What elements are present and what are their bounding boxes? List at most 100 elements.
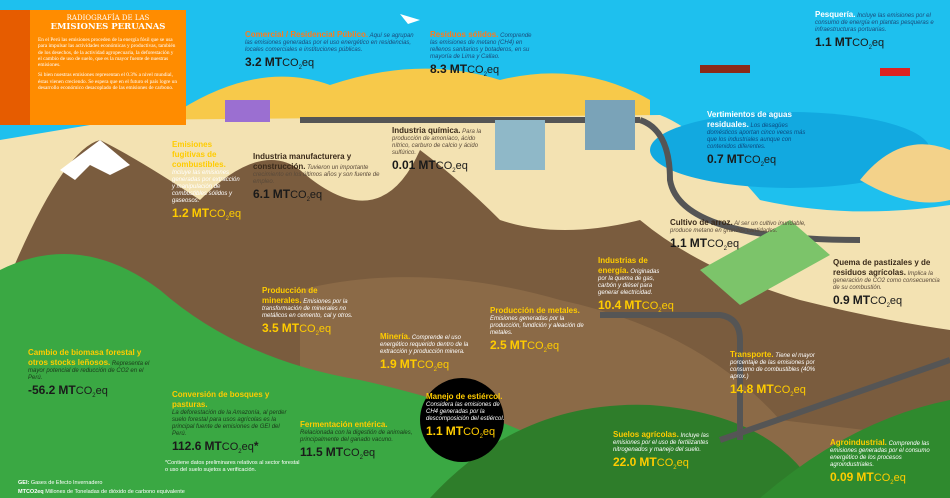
intro-title-line1: RADIOGRAFÍA DE LAS [66,14,150,22]
value-vertimientos: 0.7 MTCO2eq [707,152,777,169]
value-agroindustrial: 0.09 MTCO2eq [830,470,906,487]
lake [650,112,930,188]
sector-comercial: Comercial / Residencial Público. Aquí se… [245,30,420,72]
value-estiercol: 1.1 MTCO2eq [426,424,496,441]
sector-metales: Producción de metales. Emisiones generad… [490,306,585,355]
intro-title-line2: EMISIONES PERUANAS [50,22,166,32]
legend-item: MTCO2eq Millones de Toneladas de dióxido… [18,489,185,495]
sector-desc: Al ser un cultivo inundable, produce met… [670,221,806,234]
sector-suelos: Suelos agrícolas. Incluye las emisiones … [613,430,723,472]
sector-residuos: Residuos sólidos. Comprende las emisione… [430,30,540,79]
sector-transporte: Transporte. Tiene el mayor porcentaje de… [730,350,830,399]
sector-title: Pesquería. [815,10,856,19]
farmland [430,404,820,498]
value-fugitivas: 1.2 MTCO2eq [172,206,242,223]
sector-title: Cultivo de arroz. [670,218,733,227]
sector-desc: Considera las emisiones de CH4 generadas… [426,402,505,422]
intro-panel: RADIOGRAFÍA DE LAS EMISIONES PERUANAS En… [30,10,186,125]
value-minerales: 3.5 MTCO2eq [262,321,332,338]
value-transporte: 14.8 MTCO2eq [730,382,806,399]
value-comercial: 3.2 MTCO2eq [245,55,315,72]
sector-desc: La deforestación de la Amazonía, al perd… [172,410,287,437]
sector-estiercol: Manejo de estiércol. Considera las emisi… [426,392,510,441]
sector-title: Manejo de estiércol. [426,392,503,401]
sector-desc: Emisiones por la transformación de miner… [262,299,353,319]
value-residuos: 8.3 MTCO2eq [430,62,500,79]
sector-desc: Aquí se agrupan las emisiones generadas … [245,33,414,53]
sector-title: Cambio de biomasa forestal y otros stock… [28,348,142,367]
legend: GEI: Gases de Efecto Invernadero MTCO2eq… [18,479,185,497]
value-conversion: 112.6 MTCO2eq* [172,439,259,456]
value-mineria: 1.9 MTCO2eq [380,357,450,374]
sector-desc: Tiene el mayor porcentaje de las emision… [730,353,816,380]
value-fermentacion: 11.5 MTCO2eq [300,445,376,462]
intro-paragraph: Si bien nuestras emisiones representan e… [38,72,177,92]
sector-title: Conversión de bosques y pasturas. [172,390,270,409]
sector-vertimientos: Vertimientos de aguas residuales. Los de… [707,110,807,169]
value-pesqueria: 1.1 MTCO2eq [815,35,885,52]
sector-pesqueria: Pesquería. Incluye las emisiones por el … [815,10,940,52]
sector-desc: Originadas por la quema de gas, carbón y… [598,269,660,296]
sector-title: Minería. [380,332,411,341]
sector-conversion: Conversión de bosques y pasturas.La defo… [172,390,290,456]
sector-title: Suelos agrícolas. [613,430,679,439]
value-quimica: 0.01 MTCO2eq [392,158,468,175]
sector-title: Fermentación entérica. [300,420,388,429]
manure-circle [420,378,504,462]
sector-desc: Emisiones generadas por la producción, f… [490,316,584,336]
sector-desc: Representa el mayor potencial de reducci… [28,361,150,381]
sector-title: Transporte. [730,350,774,359]
sector-biomasa: Cambio de biomasa forestal y otros stock… [28,348,150,400]
sector-quema: Quema de pastizales y de residuos agríco… [833,258,945,310]
sector-mineria: Minería. Comprende el uso energético req… [380,332,478,374]
value-metales: 2.5 MTCO2eq [490,338,560,355]
sector-minerales: Producción de minerales. Emisiones por l… [262,286,354,338]
intro-paragraph: En el Perú las emisiones proceden de la … [38,37,176,69]
sector-title: Vertimientos de aguas residuales. [707,110,792,129]
sector-fermentacion: Fermentación entérica. Relacionada con l… [300,420,418,462]
value-energia: 10.4 MTCO2eq [598,298,674,315]
footnote: *Contiene datos preliminares relativos a… [165,460,300,473]
sector-title: Quema de pastizales y de residuos agríco… [833,258,931,277]
chemical-plant [495,120,545,170]
sector-desc: Relacionada con la digestión de animales… [300,430,413,443]
sector-desc: Comprende las emisiones generadas por el… [830,441,930,468]
sector-title: Industria química. [392,126,461,135]
sector-title: Agroindustrial. [830,438,887,447]
sector-title: Producción de minerales. [262,286,318,305]
city-buildings [585,100,635,150]
sector-desc: Incluye las emisiones por el consumo de … [815,13,934,33]
value-manufacturera: 6.1 MTCO2eq [253,187,323,204]
sector-title: Producción de metales. [490,306,580,315]
value-biomasa: -56.2 MTCO2eq [28,383,108,400]
sector-desc: Comprende las emisiones de metano (CH4) … [430,33,532,60]
sector-title: Industria manufacturera y construcción. [253,152,352,171]
sector-desc: Para la producción de amoníaco, ácido ní… [392,129,482,156]
sector-desc: Tuvieron un importante crecimiento en lo… [253,165,380,185]
fishing-boat [880,68,910,76]
sector-desc: Comprende el uso energético requerido de… [380,335,469,355]
sector-title: Emisiones fugitivas de combustibles. [172,140,226,169]
sector-desc: Implica la generación de CO2 como consec… [833,271,940,291]
sector-title: Residuos sólidos. [430,30,499,39]
rice-field [700,220,830,305]
sector-title: Comercial / Residencial Público. [245,30,369,39]
forest [0,254,520,498]
cargo-ship [700,65,750,73]
value-suelos: 22.0 MTCO2eq [613,455,689,472]
legend-item: GEI: Gases de Efecto Invernadero [18,480,103,486]
factory [225,100,270,122]
sector-agroindustrial: Agroindustrial. Comprende las emisiones … [830,438,945,487]
sector-energia: Industrias de energía. Originadas por la… [598,256,674,315]
intro-strip [0,10,30,125]
sector-quimica: Industria química. Para la producción de… [392,126,490,175]
value-quema: 0.9 MTCO2eq [833,293,903,310]
value-arroz: 1.1 MTCO2eq [670,236,740,253]
airplane [400,14,420,24]
sector-title: Industrias de energía. [598,256,648,275]
sector-desc: Incluye las emisiones generadas por extr… [172,170,240,204]
snow-cap [60,140,130,180]
sector-desc: Los desagües domésticos aportan cinco ve… [707,123,806,150]
sector-arroz: Cultivo de arroz. Al ser un cultivo inun… [670,218,820,253]
